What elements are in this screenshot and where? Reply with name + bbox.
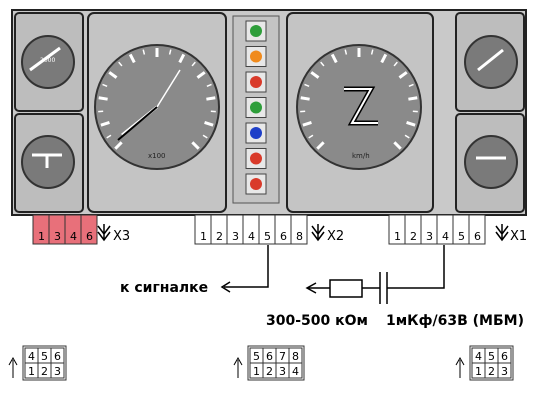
pin-number: 3 <box>54 230 61 243</box>
pin-number: 2 <box>216 230 223 243</box>
x1-ground-symbol <box>495 224 509 242</box>
pinout-number: 4 <box>475 350 482 363</box>
oil-pressure-gauge <box>464 35 518 89</box>
pin-number: 4 <box>442 230 449 243</box>
headlight-icon <box>245 122 267 144</box>
pinout-number: 1 <box>253 365 260 378</box>
x3-pin: 6 <box>80 214 98 245</box>
x2-pin: 5 <box>258 214 276 245</box>
x2-ground-symbol <box>311 224 325 242</box>
capacitor-resistor-circuit <box>305 245 445 304</box>
x2-pin: 2 <box>210 214 228 245</box>
pin-number: 4 <box>248 230 255 243</box>
temp-gauge <box>21 135 75 189</box>
pinout-number: 4 <box>28 350 35 363</box>
svg-text:2000: 2000 <box>40 57 55 64</box>
speed-unit-label: km/h <box>352 152 370 160</box>
voltmeter-gauge <box>464 135 518 189</box>
x1-pin: 3 <box>420 214 438 245</box>
x1-pin: 4 <box>436 214 454 245</box>
pin-number: 5 <box>458 230 465 243</box>
tachometer: x100 <box>94 44 220 170</box>
x2-pin: 8 <box>290 214 308 245</box>
pin-number: 3 <box>426 230 433 243</box>
up-arrow-icon <box>455 356 465 378</box>
pin-number: 2 <box>410 230 417 243</box>
x2-pin: 6 <box>274 214 292 245</box>
capacitor-label: 1мКф/63В (МБМ) <box>386 313 524 329</box>
fuel-gauge: 2000 <box>21 35 75 89</box>
up-arrow-icon <box>233 356 243 378</box>
up-arrow-icon <box>8 356 18 378</box>
x2-pin: 3 <box>226 214 244 245</box>
pinout-number: 3 <box>279 365 286 378</box>
x2-label: X2 <box>327 229 344 244</box>
pinout-number: 1 <box>28 365 35 378</box>
pin-number: 4 <box>70 230 77 243</box>
x2-pin: 1 <box>194 214 212 245</box>
x1-pin: 1 <box>388 214 406 245</box>
pinout-number: 2 <box>41 365 48 378</box>
pin-number: 8 <box>296 230 303 243</box>
pinout-number: 2 <box>266 365 273 378</box>
pin-number: 6 <box>280 230 287 243</box>
pinout-number: 5 <box>253 350 260 363</box>
brake-icon <box>245 71 267 93</box>
pinout-number: 5 <box>41 350 48 363</box>
x3-pin: 4 <box>64 214 82 245</box>
x3-pin: 1 <box>32 214 50 245</box>
pinout-number: 1 <box>475 365 482 378</box>
pin-number: 1 <box>38 230 45 243</box>
pin-number: 1 <box>394 230 401 243</box>
x1-pin: 5 <box>452 214 470 245</box>
pinout-number: 3 <box>501 365 508 378</box>
resistor-label: 300-500 кОм <box>266 313 368 329</box>
oil-can-icon <box>245 148 267 169</box>
pin-number: 6 <box>474 230 481 243</box>
pin-number: 1 <box>200 230 207 243</box>
pin-number: 3 <box>232 230 239 243</box>
x1-label: X1 <box>510 229 527 244</box>
speedometer: km/h <box>296 44 422 170</box>
x2-pin: 4 <box>242 214 260 245</box>
handbrake-icon <box>245 173 267 195</box>
pinout-number: 5 <box>488 350 495 363</box>
x3-ground-symbol <box>97 224 111 242</box>
x1-pin: 2 <box>404 214 422 245</box>
signal-wire <box>220 245 269 293</box>
high-beam-icon <box>245 97 267 118</box>
pinout-number: 2 <box>488 365 495 378</box>
x3-pin: 3 <box>48 214 66 245</box>
pinout-number: 6 <box>501 350 508 363</box>
to-signal-label: к сигналке <box>120 280 208 296</box>
pinout-number: 4 <box>292 365 299 378</box>
pinout-number: 7 <box>279 350 286 363</box>
turn-signal-icon <box>245 20 267 42</box>
pinout-number: 6 <box>54 350 61 363</box>
pinout-number: 8 <box>292 350 299 363</box>
x3-label: X3 <box>113 229 130 244</box>
pin-number: 6 <box>86 230 93 243</box>
x1-pin: 6 <box>468 214 486 245</box>
pin-number: 5 <box>264 230 271 243</box>
pinout-number: 6 <box>266 350 273 363</box>
battery-icon <box>245 46 267 67</box>
tach-unit-label: x100 <box>148 152 166 160</box>
pinout-number: 3 <box>54 365 61 378</box>
